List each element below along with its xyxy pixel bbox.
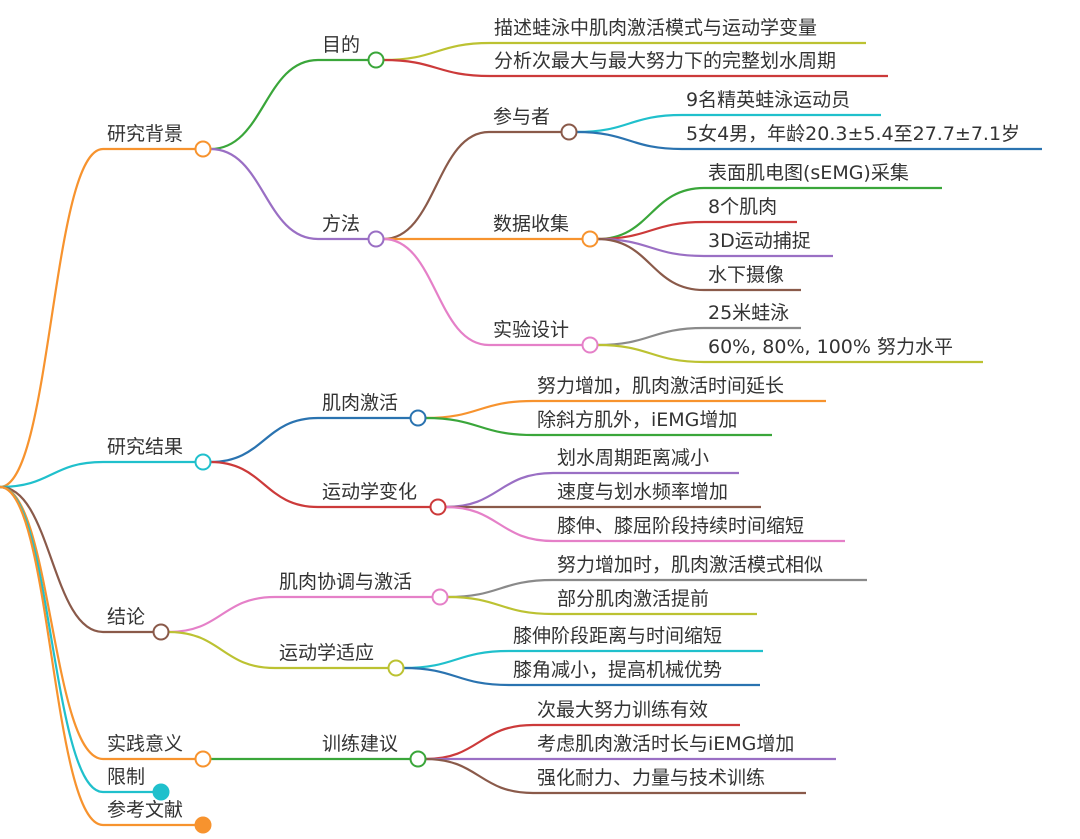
node-label-bg-goal: 目的 (322, 34, 360, 56)
expand-toggle-bg-part[interactable] (560, 123, 578, 141)
expand-toggle-bg-exp[interactable] (581, 336, 599, 354)
expand-toggle-res-kin[interactable] (429, 498, 447, 516)
node-label-bg-data-4: 水下摄像 (708, 264, 784, 286)
node-label-res-kin-2: 速度与划水频率增加 (557, 481, 728, 503)
edge-prac (0, 485, 104, 761)
node-label-con-coord-1: 努力增加时，肌肉激活模式相似 (557, 554, 823, 576)
edge-res-mus-1 (425, 399, 534, 420)
node-label-con-adapt: 运动学适应 (279, 642, 374, 664)
node-label-res-mus-1: 努力增加，肌肉激活时间延长 (537, 375, 784, 397)
node-label-bg-data-1: 表面肌电图(sEMG)采集 (708, 162, 909, 184)
node-label-bg-part: 参与者 (493, 106, 550, 128)
node-label-bg-part-1: 9名精英蛙泳运动员 (686, 89, 850, 111)
node-label-bg-data-2: 8个肌肉 (708, 196, 777, 218)
expand-toggle-bg-method[interactable] (367, 230, 385, 248)
node-label-ref: 参考文献 (107, 799, 183, 821)
edge-lim (0, 485, 104, 794)
edge-bg-part-1 (576, 113, 683, 134)
edge-con-adapt-1 (403, 649, 510, 670)
expand-toggle-bg-data[interactable] (581, 230, 599, 248)
edge-res-mus-2 (425, 416, 534, 437)
edge-bg-part (383, 130, 490, 241)
node-label-con-adapt-1: 膝伸阶段距离与时间缩短 (513, 625, 722, 647)
collapsed-indicator-ref[interactable] (194, 816, 212, 834)
edge-ref (0, 485, 104, 827)
edge-bg-goal-1 (383, 41, 491, 62)
node-label-con-coord: 肌肉协调与激活 (279, 571, 412, 593)
edge-con-adapt-2 (403, 666, 510, 687)
edge-con (0, 485, 104, 634)
node-label-res-kin: 运动学变化 (322, 481, 417, 503)
edge-prac-train-3 (425, 757, 534, 795)
node-label-res-kin-1: 划水周期距离减小 (557, 447, 709, 469)
expand-toggle-bg-goal[interactable] (367, 51, 385, 69)
node-label-bg-data: 数据收集 (493, 213, 569, 235)
edge-con-adapt (168, 630, 276, 670)
node-label-bg-exp-2: 60%, 80%, 100% 努力水平 (708, 336, 953, 358)
expand-toggle-con[interactable] (152, 623, 170, 641)
edge-bg-data-4 (597, 237, 705, 292)
edge-bg-goal (210, 58, 319, 151)
node-label-res-mus: 肌肉激活 (322, 392, 398, 414)
edge-con-coord-1 (447, 578, 554, 599)
node-label-con-coord-2: 部分肌肉激活提前 (557, 588, 709, 610)
node-label-prac: 实践意义 (107, 733, 183, 755)
edge-bg (0, 147, 104, 489)
edge-bg-data-2 (597, 220, 705, 241)
edge-res-kin-1 (445, 471, 554, 509)
expand-toggle-prac-train[interactable] (409, 750, 427, 768)
edge-bg-method (210, 147, 319, 241)
node-label-bg-data-3: 3D运动捕捉 (708, 230, 811, 252)
expand-toggle-prac[interactable] (194, 750, 212, 768)
edge-bg-exp-2 (597, 343, 705, 364)
nodes: 研究背景 目的 描述蛙泳中肌肉激活模式与运动学变量分析次最大与最大努力下的完整划水周… (107, 17, 1020, 834)
node-label-prac-train: 训练建议 (322, 733, 398, 755)
node-label-bg-goal-2: 分析次最大与最大努力下的完整划水周期 (494, 50, 836, 72)
expand-toggle-res-mus[interactable] (409, 409, 427, 427)
expand-toggle-con-coord[interactable] (431, 588, 449, 606)
node-label-bg-method: 方法 (322, 213, 360, 235)
node-label-bg-part-2: 5女4男，年龄20.3±5.4至27.7±7.1岁 (686, 123, 1020, 145)
node-label-bg-goal-1: 描述蛙泳中肌肉激活模式与运动学变量 (494, 17, 817, 39)
edge-bg-exp-1 (597, 326, 705, 347)
edge-con-coord-2 (447, 595, 554, 616)
expand-toggle-res[interactable] (194, 453, 212, 471)
node-label-prac-train-3: 强化耐力、力量与技术训练 (537, 767, 765, 789)
expand-toggle-con-adapt[interactable] (387, 659, 405, 677)
node-label-prac-train-2: 考虑肌肉激活时长与iEMG增加 (537, 733, 794, 755)
edge-bg-exp (383, 237, 490, 347)
edge-res (0, 460, 104, 489)
edges (0, 41, 1042, 827)
edge-con-coord (168, 595, 276, 634)
node-label-bg-exp-1: 25米蛙泳 (708, 302, 789, 324)
node-label-res: 研究结果 (107, 436, 183, 458)
node-label-lim: 限制 (107, 766, 145, 788)
node-label-prac-train-1: 次最大努力训练有效 (537, 699, 708, 721)
edge-res-kin (210, 460, 319, 509)
edge-bg-data-1 (597, 186, 705, 241)
node-label-res-mus-2: 除斜方肌外，iEMG增加 (537, 409, 737, 431)
edge-prac-train-1 (425, 723, 534, 761)
expand-toggle-bg[interactable] (194, 140, 212, 158)
node-label-con-adapt-2: 膝角减小，提高机械优势 (513, 659, 722, 681)
edge-bg-goal-2 (383, 58, 491, 78)
node-label-res-kin-3: 膝伸、膝屈阶段持续时间缩短 (557, 515, 804, 537)
edge-res-kin-3 (445, 505, 554, 543)
node-label-bg-exp: 实验设计 (493, 319, 569, 341)
node-label-con: 结论 (107, 606, 145, 628)
edge-bg-part-2 (576, 130, 683, 151)
edge-res-mus (210, 416, 319, 464)
node-label-bg: 研究背景 (107, 123, 183, 145)
collapsed-indicator-lim[interactable] (152, 783, 170, 801)
